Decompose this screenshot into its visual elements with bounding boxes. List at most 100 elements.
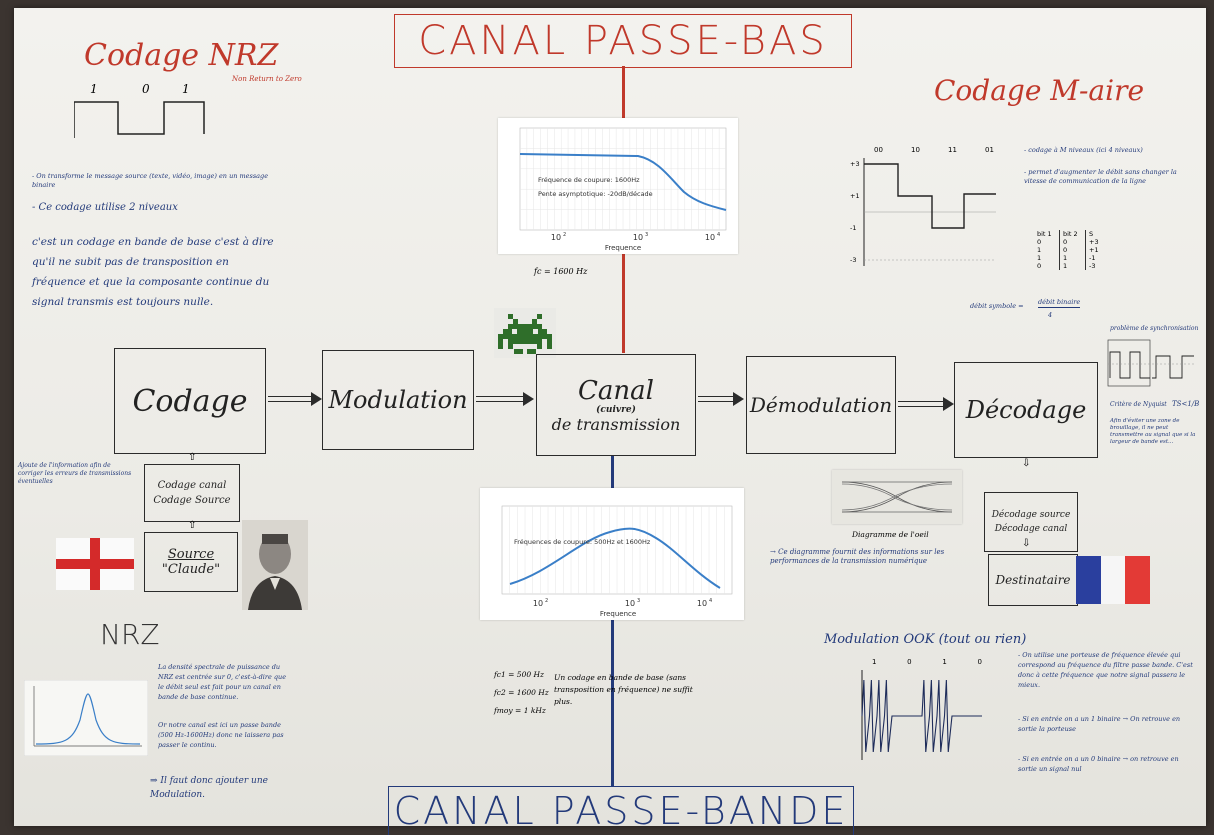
- mary-table-cell: 1: [1060, 254, 1086, 262]
- mary-level-m3: -3: [850, 256, 857, 264]
- lowpass-tick-label: 10: [705, 233, 715, 242]
- ook-bit-4: 0: [977, 658, 982, 666]
- down-arrow-decodage: ⇩: [1022, 458, 1031, 469]
- mary-level-p3: +3: [850, 160, 860, 168]
- nrz-bottom-conclusion: ⇒ Il faut donc ajouter une Modulation.: [150, 776, 268, 800]
- error-correction-note: Ajoute de l'information afin de corriger…: [18, 462, 132, 485]
- lowpass-tick-exp: 4: [717, 232, 720, 238]
- nrz-subtitle: Non Return to Zero: [232, 75, 302, 83]
- mary-bit-00: 00: [874, 146, 883, 154]
- lowpass-xlabel: Frequence: [605, 244, 641, 252]
- destinataire-box: Destinataire: [988, 554, 1078, 606]
- nrz-bottom-text1: La densité spectrale de puissance du NRZ…: [158, 663, 287, 701]
- bandpass-annotation: Fréquences de coupure: 500Hz et 1600Hz: [514, 538, 651, 546]
- mary-waveform: [863, 158, 996, 266]
- nrz-bit-3: 1: [182, 82, 190, 96]
- ook-text2: - Si en entrée on a un 1 binaire → On re…: [1018, 715, 1181, 733]
- mary-table-cell: bit 2: [1060, 230, 1086, 238]
- lowpass-tick-exp: 2: [563, 232, 566, 238]
- mary-debit-num: débit binaire: [1038, 298, 1081, 308]
- bottom-blue-line-2: [611, 618, 614, 786]
- up-arrow-source: ⇧: [188, 520, 197, 531]
- mary-table-cell: 1: [1060, 262, 1086, 270]
- bandpass-curve: [509, 527, 721, 589]
- bandpass-xlabel: Frequence: [600, 610, 636, 618]
- ook-waveform: [861, 670, 982, 760]
- arrow-modulation-canal: [476, 392, 534, 406]
- decodage-box: Décodage: [954, 362, 1098, 458]
- bandpass-tick-label: 10: [533, 599, 543, 608]
- arrow-demodulation-decodage: [898, 397, 954, 411]
- canal-box: Canal (cuivre) de transmission: [536, 354, 696, 456]
- sync-text: Afin d'éviter une zone de brouillage, il…: [1110, 418, 1196, 445]
- ook-signal: [861, 679, 982, 753]
- canal-title: Canal: [578, 375, 654, 406]
- arrow-canal-demodulation: [698, 392, 744, 406]
- bandpass-f0: fmoy = 1 kHz: [494, 706, 546, 715]
- down-arrow-destinataire: ⇩: [1022, 538, 1031, 549]
- space-invader-image: [494, 308, 556, 358]
- top-red-line: [622, 66, 625, 130]
- mary-table-cell: 0: [1034, 238, 1060, 246]
- mary-table-cell: bit 1: [1034, 230, 1060, 238]
- bandpass-tick-exp: 2: [545, 598, 548, 604]
- bottom-banner: CANAL PASSE-BANDE: [388, 786, 854, 835]
- mary-title: Codage M-aire: [934, 74, 1145, 107]
- portrait-photo: [242, 520, 308, 610]
- mary-table-cell: +1: [1089, 246, 1099, 254]
- bandpass-tick-exp: 3: [637, 598, 640, 604]
- bandpass-tick-label: 10: [625, 599, 635, 608]
- ook-bits: 1 0 1 0: [872, 658, 982, 666]
- arrow-codage-modulation: [268, 392, 322, 406]
- up-arrow-codage: ⇧: [188, 452, 197, 463]
- lowpass-tick-exp: 3: [645, 232, 648, 238]
- bandpass-f1: fc1 = 500 Hz: [494, 670, 544, 679]
- canal-subtitle: de transmission: [551, 414, 681, 434]
- lowpass-tick-label: 10: [551, 233, 561, 242]
- mary-table-cell: -1: [1089, 254, 1096, 262]
- mary-table-cell: -3: [1089, 262, 1096, 270]
- nrz-line1: - On transforme le message source (texte…: [32, 172, 269, 189]
- decodage-canal-label: Décodage canal: [994, 524, 1068, 534]
- source-box: Source "Claude": [144, 532, 238, 592]
- mary-bit-01: 01: [985, 146, 994, 154]
- mary-bit-11: 11: [948, 146, 957, 154]
- mary-bits: 00 10 11 01: [874, 146, 994, 154]
- source-label: Source: [167, 547, 215, 562]
- canal-medium: (cuivre): [596, 404, 636, 415]
- bandpass-chart-card: Fréquences de coupure: 500Hz et 1600Hz 10…: [480, 488, 744, 620]
- mary-table-cell: 0: [1060, 238, 1086, 246]
- decodage-source-label: Décodage source: [991, 510, 1071, 520]
- codage-canal-source-box: Codage canal Codage Source: [144, 464, 240, 522]
- codage-box: Codage: [114, 348, 266, 454]
- mary-level-p1: +1: [850, 192, 860, 200]
- ook-bit-2: 0: [907, 658, 912, 666]
- poster-board: CANAL PASSE-BAS CANAL PASSE-BANDE Codage…: [14, 8, 1206, 835]
- lowpass-fc-label: fc = 1600 Hz: [534, 267, 588, 276]
- eye-diagram-note: → Ce diagramme fournit des informations …: [770, 548, 945, 565]
- lowpass-curve: [519, 153, 727, 211]
- lowpass-annotation-2: Pente asymptotique: -20dB/décade: [538, 190, 653, 198]
- nrz-spectrum-plot: [24, 680, 148, 756]
- mary-table-cell: 0: [1060, 246, 1086, 254]
- england-flag: [56, 538, 134, 590]
- ook-text3: - Si en entrée on a un 0 binaire → on re…: [1018, 755, 1179, 773]
- mary-table-cell: +3: [1089, 238, 1099, 246]
- bandpass-text: Un codage en bande de base (sans transpo…: [554, 673, 693, 706]
- eye-diagram: [841, 481, 953, 513]
- nrz-bottom-title: NRZ: [100, 618, 160, 651]
- mary-debit-den: 4: [1048, 311, 1053, 319]
- top-banner: CANAL PASSE-BAS: [394, 14, 852, 68]
